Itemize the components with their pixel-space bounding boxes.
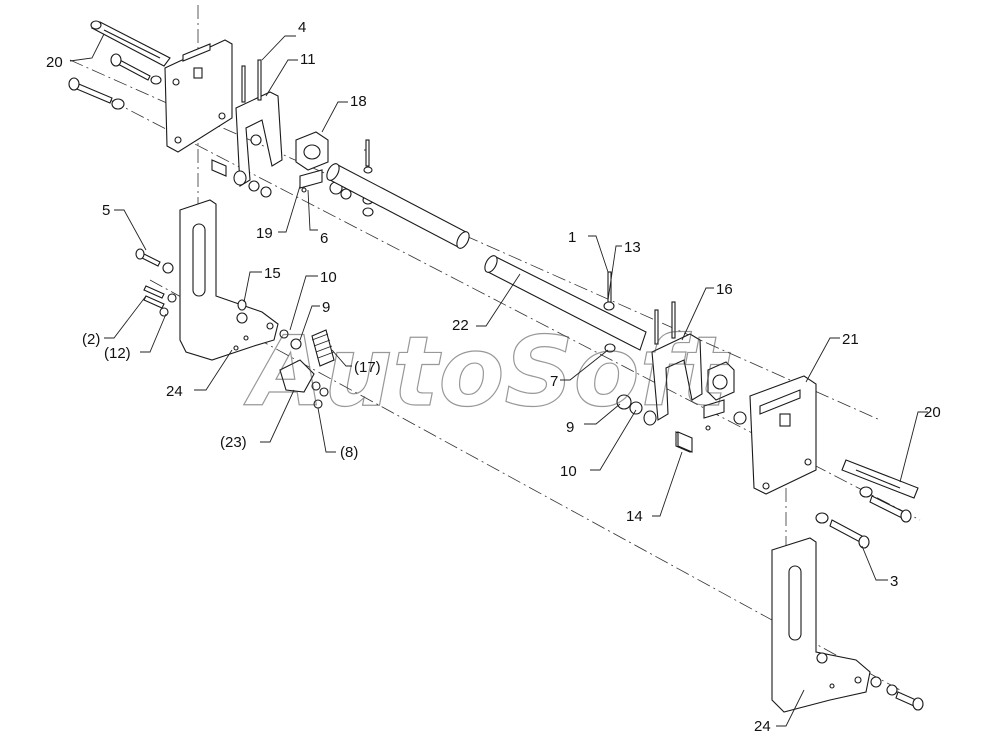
right-u-bracket <box>603 271 703 453</box>
left-mounting-plate <box>164 39 233 153</box>
tube-left-half <box>326 163 470 249</box>
right-clamp <box>703 361 747 431</box>
left-small-bolts <box>135 248 177 317</box>
right-mounting-plate <box>749 375 817 495</box>
spacers <box>677 431 693 453</box>
leader-lines <box>69 33 928 727</box>
callout-14: 14 <box>626 508 643 525</box>
callout-6: 6 <box>320 230 328 247</box>
callout-18: 18 <box>350 93 367 110</box>
callout-4: 4 <box>298 19 306 36</box>
callout-24-left: 24 <box>166 383 183 400</box>
callout-1: 1 <box>568 229 576 246</box>
callout-2: (2) <box>82 331 100 348</box>
callout-8: (8) <box>340 444 358 461</box>
callout-labels: 20 4 11 18 19 6 5 (2) (12) 15 10 9 (17) … <box>46 19 941 735</box>
callout-13: 13 <box>624 239 641 256</box>
callout-10-right: 10 <box>560 463 577 480</box>
callout-21: 21 <box>842 331 859 348</box>
callout-3: 3 <box>890 573 898 590</box>
callout-20-left: 20 <box>46 54 63 71</box>
callout-22: 22 <box>452 317 469 334</box>
left-bolts <box>68 53 162 110</box>
callout-16: 16 <box>716 281 733 298</box>
right-slotted-link <box>841 459 919 523</box>
callout-11: 11 <box>300 51 316 68</box>
callout-15: 15 <box>264 265 281 282</box>
callout-7: 7 <box>550 373 558 390</box>
callout-9-right: 9 <box>566 419 574 436</box>
callout-12: (12) <box>104 345 131 362</box>
right-l-plate <box>771 537 924 713</box>
callout-5: 5 <box>102 202 110 219</box>
right-bolt <box>815 512 870 549</box>
callout-17: (17) <box>354 359 381 376</box>
left-u-bracket <box>211 59 283 198</box>
callout-24-right: 24 <box>754 718 771 735</box>
callout-19: 19 <box>256 225 273 242</box>
callout-10-left: 10 <box>320 269 337 286</box>
callout-9-left: 9 <box>322 299 330 316</box>
callout-20-right: 20 <box>924 404 941 421</box>
left-l-plate <box>179 199 279 361</box>
watermark-text: AutoSoft <box>243 316 730 428</box>
left-slotted-link <box>90 20 171 67</box>
callout-23: (23) <box>220 434 247 451</box>
tube-right-half <box>484 255 647 351</box>
